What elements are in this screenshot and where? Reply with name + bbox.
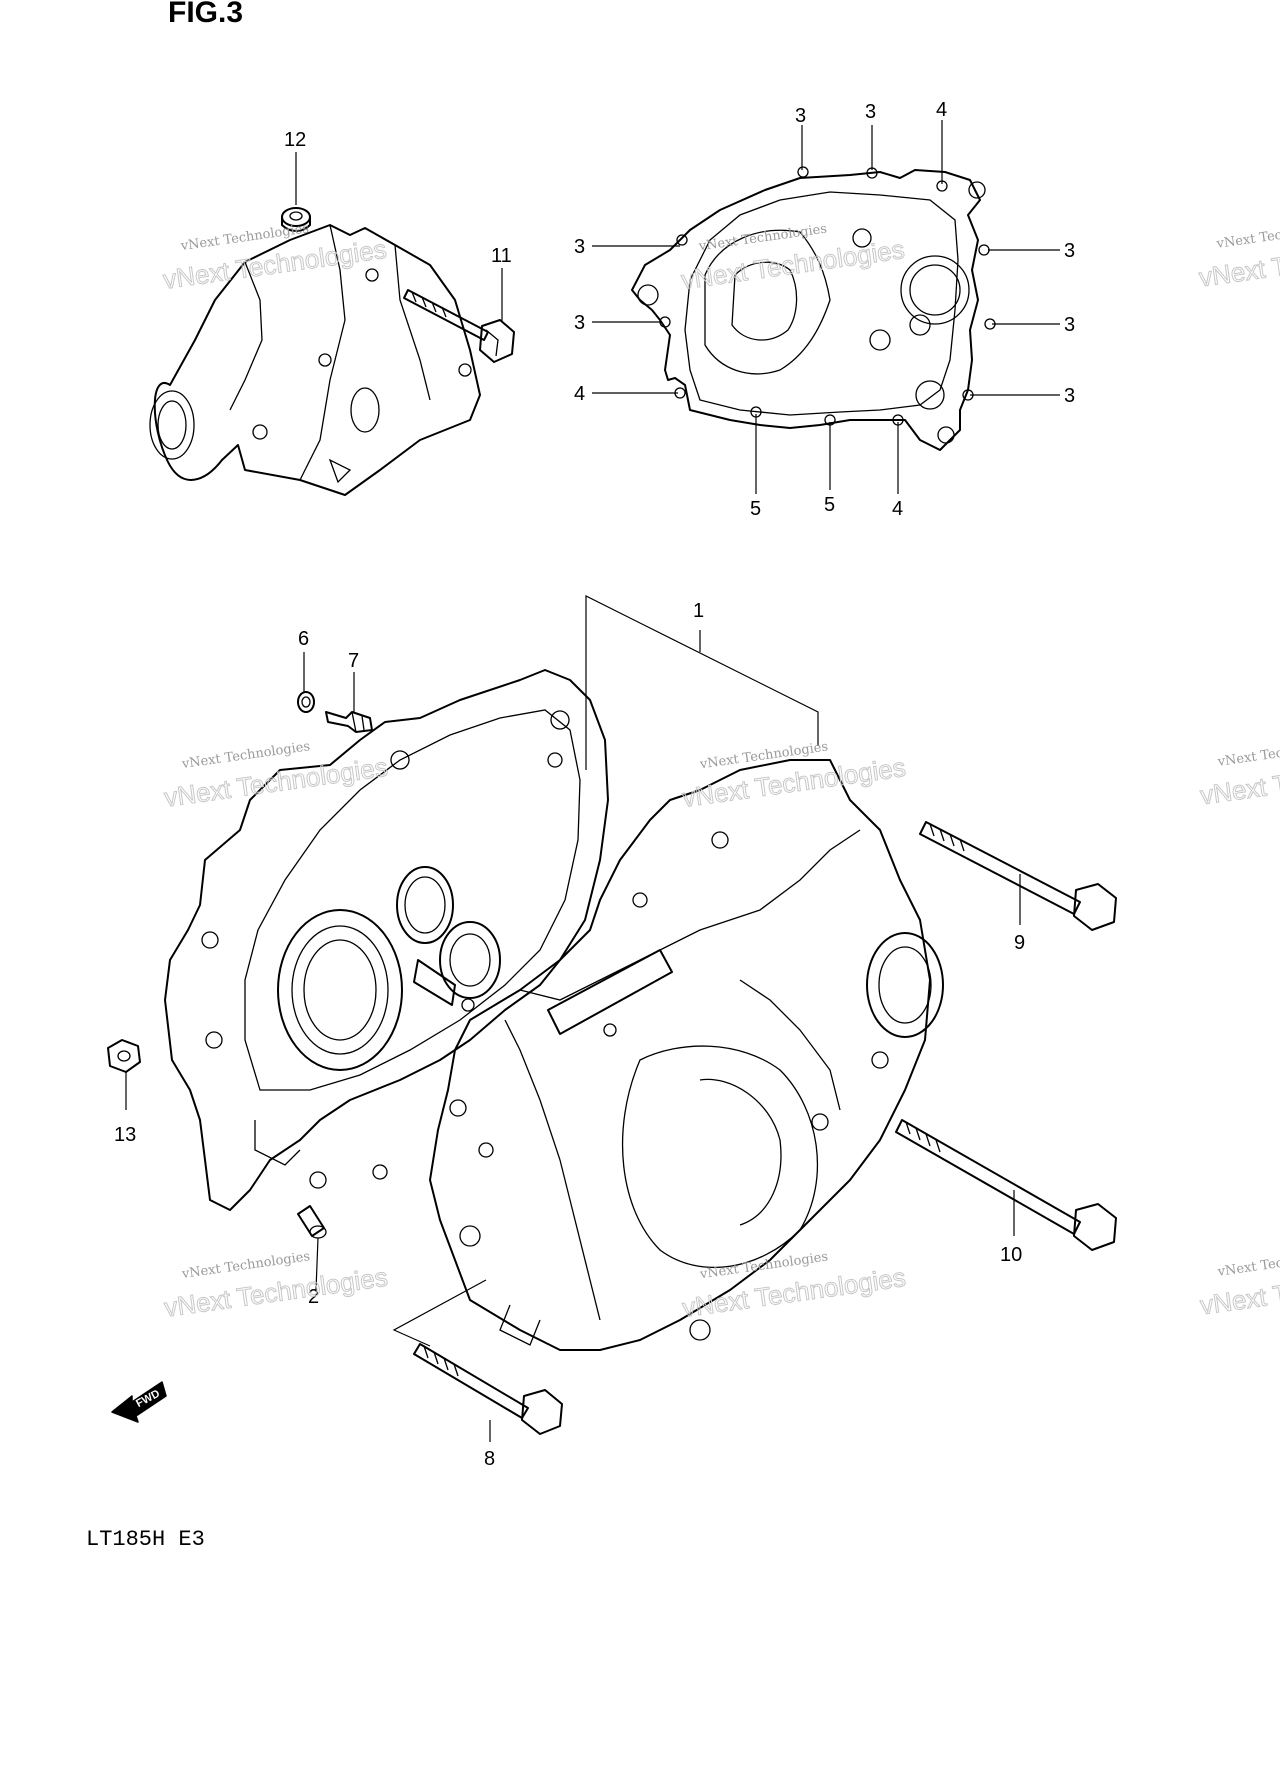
bolt-9-part	[919, 821, 1117, 931]
figure-title: FIG.3	[168, 0, 243, 29]
nut-12-part	[281, 207, 311, 232]
callout-2: 2	[308, 1286, 319, 1308]
model-code: LT185H E3	[86, 1527, 205, 1552]
gasket-part	[631, 166, 996, 451]
callout-3: 3	[1064, 240, 1075, 262]
callout-3: 3	[574, 236, 585, 258]
callout-5: 5	[824, 494, 835, 516]
callout-1: 1	[693, 600, 704, 622]
leader-lines	[125, 120, 1060, 1442]
callout-4: 4	[892, 498, 903, 520]
dowel-2-part	[297, 1205, 327, 1239]
watermark-text: vNext Technologies	[1215, 219, 1280, 252]
callout-3: 3	[795, 105, 806, 127]
watermark-text: vNext Technologies	[1216, 1247, 1280, 1280]
callout-12: 12	[284, 129, 306, 151]
callout-11: 11	[491, 245, 512, 267]
callout-3: 3	[574, 312, 585, 334]
nut-13-part	[107, 1039, 141, 1073]
callout-8: 8	[484, 1448, 495, 1470]
fwd-arrow-icon: FWD	[111, 1381, 167, 1423]
bolt-10-part	[895, 1119, 1117, 1251]
watermark-text: vNext Technologies	[1216, 737, 1280, 770]
callout-3: 3	[1064, 385, 1075, 407]
callout-3: 3	[1064, 314, 1075, 336]
callout-5: 5	[750, 498, 761, 520]
callout-10: 10	[1000, 1244, 1022, 1266]
left-crankcase-part	[164, 669, 609, 1211]
callout-4: 4	[574, 383, 585, 405]
bolt-8-part	[413, 1343, 563, 1435]
callout-13: 13	[114, 1124, 136, 1146]
callout-4: 4	[936, 99, 947, 121]
right-crankcase-part	[429, 759, 944, 1351]
callout-9: 9	[1014, 932, 1025, 954]
case-cover-part	[149, 224, 481, 496]
watermarks: vNext Technologies vNext Technologies vN…	[161, 219, 1280, 1323]
callout-labels: 12 11 3 3 4 3 3 4 3 3 3 5 5 4 1 6 7 13 2…	[114, 99, 1075, 1470]
bolt-11-part	[403, 289, 515, 363]
callout-7: 7	[348, 650, 359, 672]
washer-6-part	[297, 691, 315, 713]
fitting-7-part	[325, 711, 373, 733]
callout-3: 3	[865, 101, 876, 123]
callout-6: 6	[298, 628, 309, 650]
